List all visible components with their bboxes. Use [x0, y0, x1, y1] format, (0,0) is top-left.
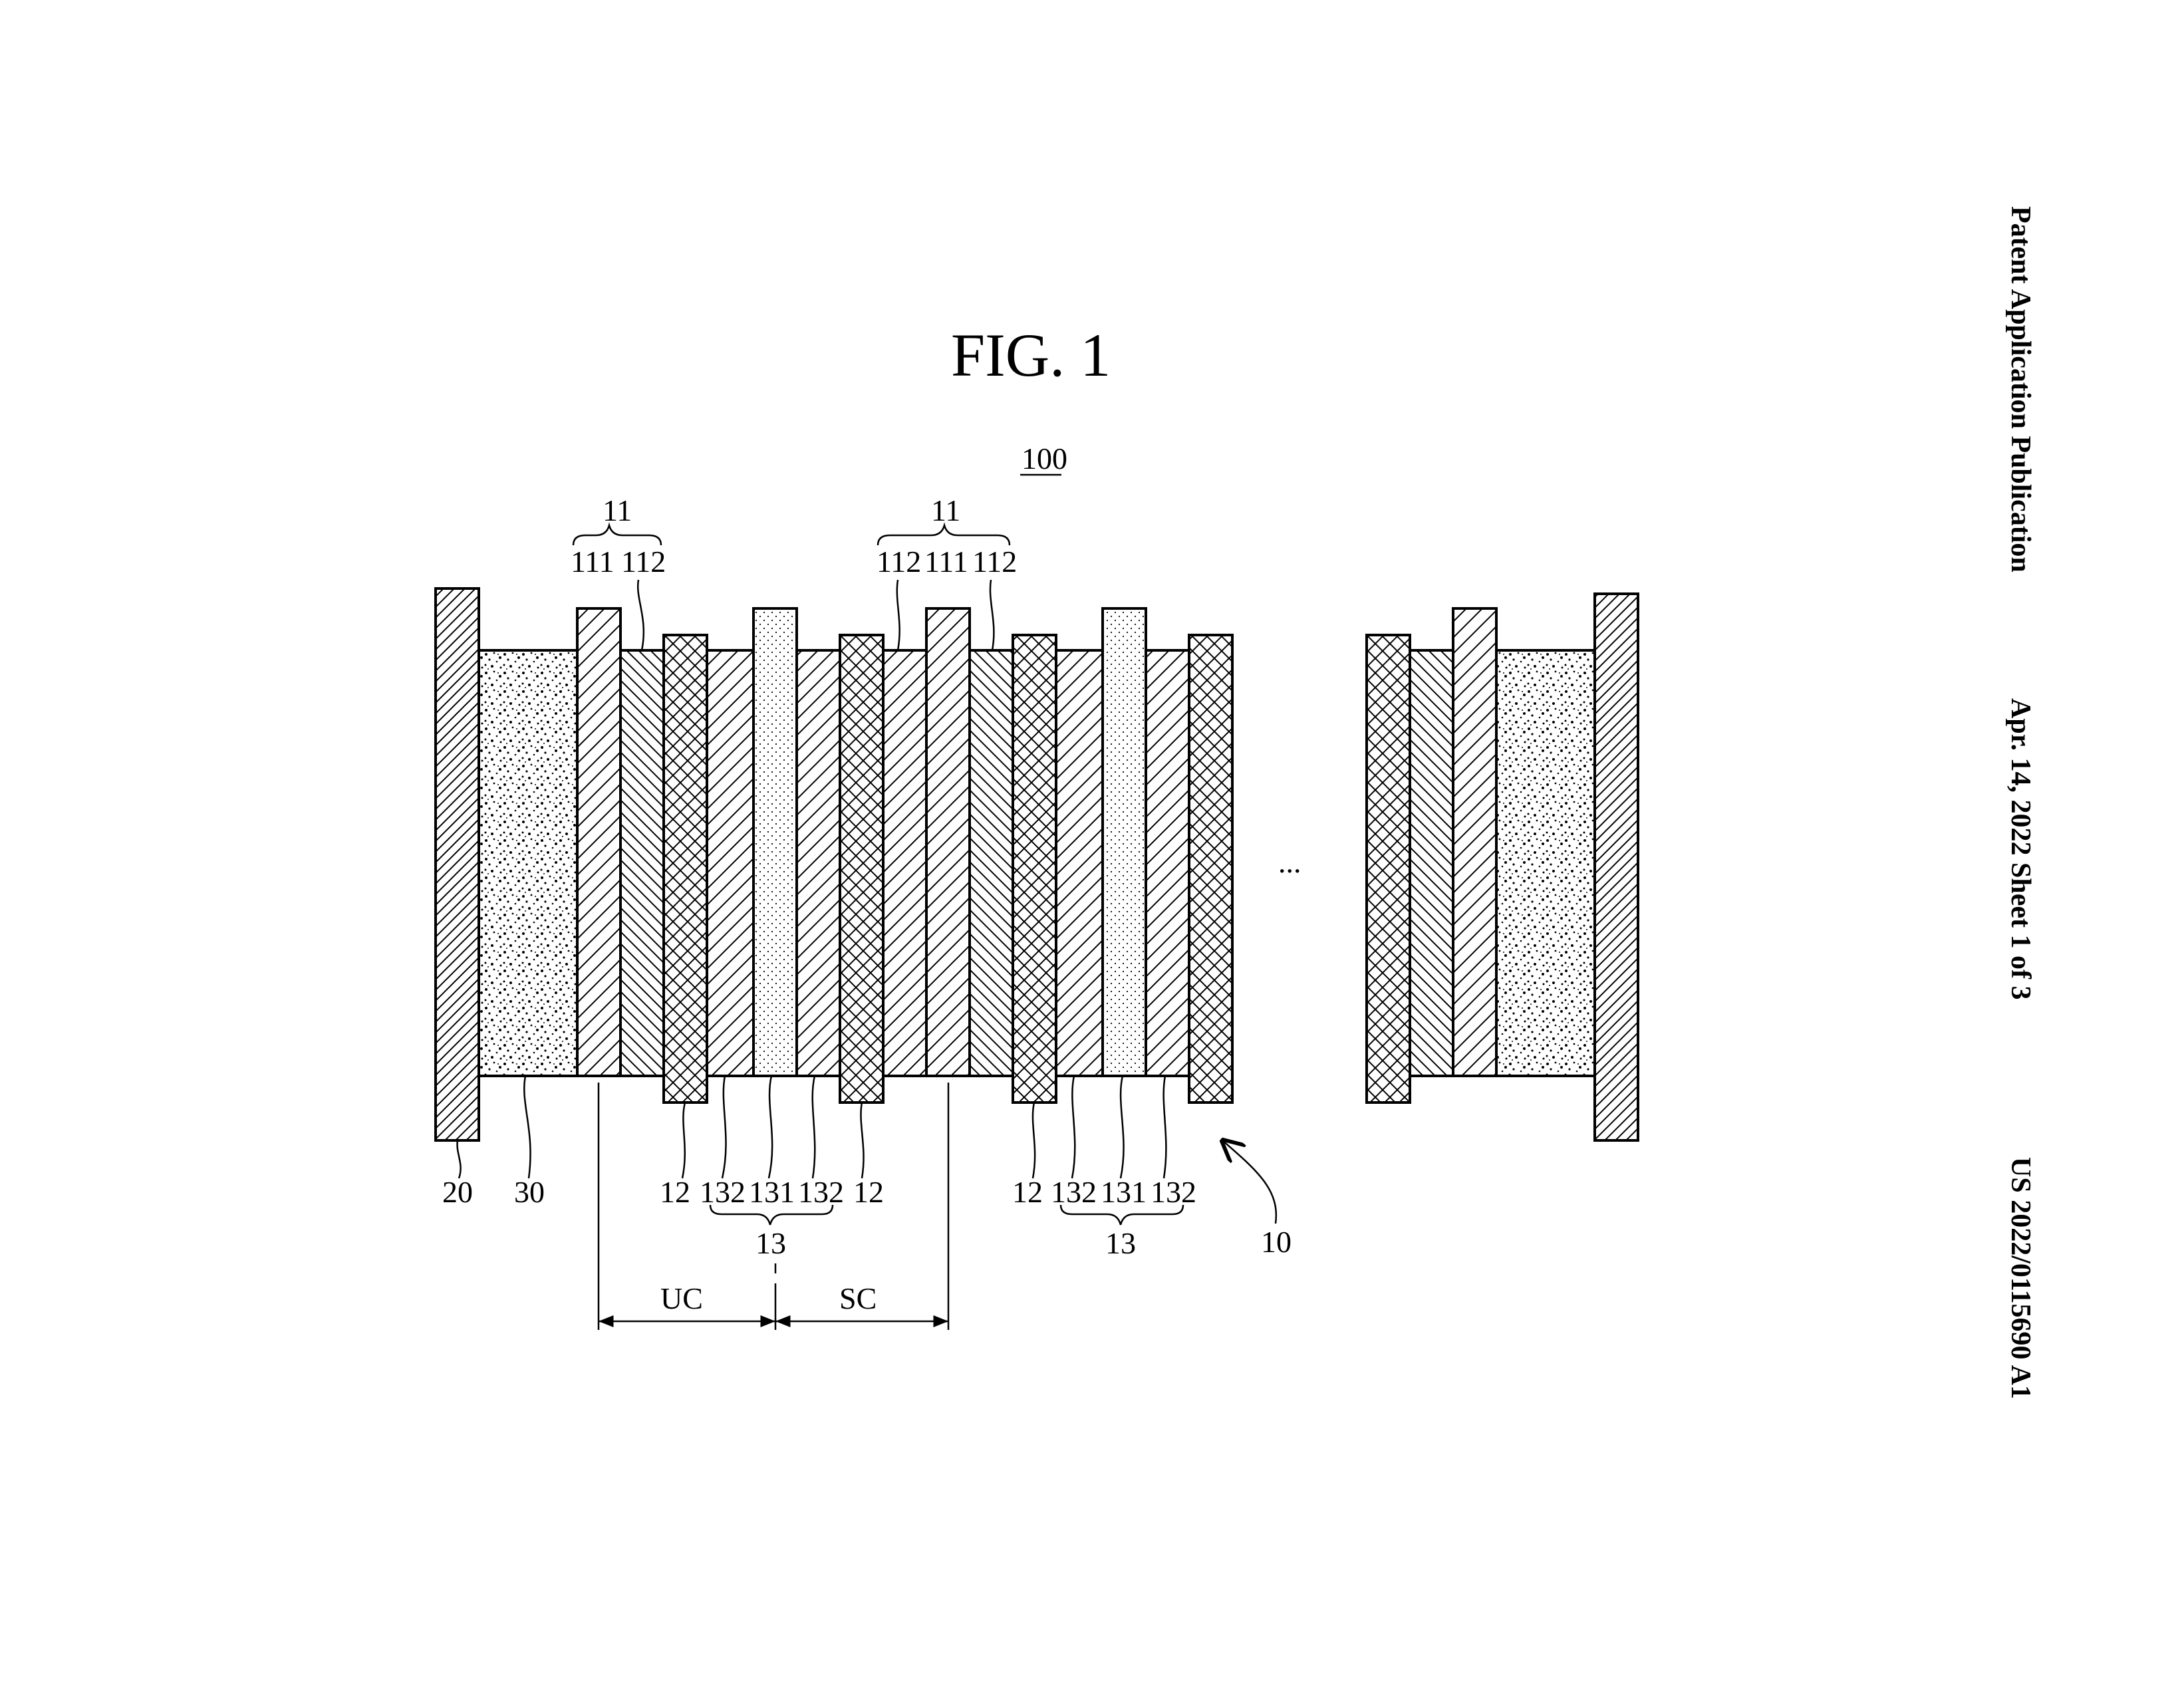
layer-111-right [1453, 608, 1496, 1076]
label-12-a: 12 [660, 1175, 690, 1209]
label-11-middle: 11 [931, 493, 960, 527]
label-111-middle: 111 [924, 545, 968, 579]
layer-20-end-plate-left [436, 588, 479, 1140]
layer-30-right [1496, 650, 1595, 1076]
date-and-sheet: Apr. 14, 2022 Sheet 1 of 3 [2005, 698, 2036, 999]
layer-132-d [1146, 650, 1189, 1076]
layer-12-a [664, 635, 707, 1103]
layer-112-b [883, 650, 926, 1076]
label-132-a: 132 [700, 1175, 746, 1209]
layer-30-left [479, 650, 577, 1076]
publication-number: US 2022/0115690 A1 [2005, 1157, 2036, 1399]
label-132-c: 132 [1051, 1175, 1097, 1209]
leader-132-a [722, 1076, 726, 1178]
bottom-labels: 20 30 12 132 131 132 12 12 132 131 132 1… [442, 1140, 1292, 1260]
label-112-left: 112 [621, 545, 666, 579]
layer-131-b [1103, 608, 1146, 1076]
leader-112-middle-right [990, 580, 994, 650]
label-112-middle-left: 112 [877, 545, 921, 579]
leader-12-b [861, 1103, 863, 1178]
label-13-b: 13 [1105, 1226, 1136, 1260]
leader-131-a [769, 1076, 772, 1178]
leader-20 [458, 1140, 461, 1178]
layer-132-a [707, 650, 753, 1076]
label-30: 30 [514, 1175, 545, 1209]
layer-132-b [797, 650, 840, 1076]
leader-12-c [1033, 1103, 1035, 1178]
layer-111-a [577, 608, 620, 1076]
label-131-b: 131 [1101, 1175, 1147, 1209]
label-10: 10 [1261, 1225, 1292, 1259]
brace-11-left [573, 525, 661, 545]
label-20: 20 [442, 1175, 473, 1209]
battery-stack-right [1367, 594, 1638, 1140]
layer-12-c [1013, 635, 1056, 1103]
bottom-leaders [458, 1076, 1166, 1178]
layer-20-end-plate-right [1595, 594, 1638, 1140]
device-ref-100: 100 [1022, 442, 1067, 475]
leader-30 [524, 1076, 530, 1178]
leader-131-b [1121, 1076, 1124, 1178]
leader-112-left [638, 580, 644, 650]
layer-112-right [1410, 650, 1453, 1076]
stack-ellipsis: ... [1278, 845, 1301, 879]
label-12-b: 12 [853, 1175, 884, 1209]
label-111-left: 111 [571, 545, 614, 579]
layer-12-d [1189, 635, 1232, 1103]
publication-type: Patent Application Publication [2005, 206, 2036, 573]
layer-12-b [840, 635, 883, 1103]
layer-112-c [970, 650, 1013, 1076]
layer-12-right [1367, 635, 1410, 1103]
leader-132-b [813, 1076, 815, 1178]
label-112-middle-right: 112 [972, 545, 1017, 579]
leader-132-c [1072, 1076, 1075, 1178]
page-header: Patent Application Publication Apr. 14, … [2005, 206, 2036, 1399]
leader-132-d [1164, 1076, 1166, 1178]
layer-132-c [1056, 650, 1103, 1076]
figure-title: FIG. 1 [951, 321, 1111, 389]
label-11-left: 11 [603, 493, 632, 527]
layer-111-b [926, 608, 970, 1076]
leader-12-a [682, 1103, 685, 1178]
arrow-10 [1222, 1140, 1276, 1224]
layer-131-a [753, 608, 797, 1076]
label-uc: UC [660, 1281, 703, 1315]
label-sc: SC [839, 1281, 877, 1315]
label-131-a: 131 [749, 1175, 795, 1209]
label-13-a: 13 [755, 1226, 786, 1260]
label-132-d: 132 [1151, 1175, 1196, 1209]
battery-stack-left [436, 588, 1232, 1140]
leader-112-middle-left [897, 580, 900, 650]
label-12-c: 12 [1012, 1175, 1043, 1209]
layer-112-a [620, 650, 664, 1076]
brace-11-middle [878, 525, 1010, 545]
label-132-b: 132 [798, 1175, 844, 1209]
